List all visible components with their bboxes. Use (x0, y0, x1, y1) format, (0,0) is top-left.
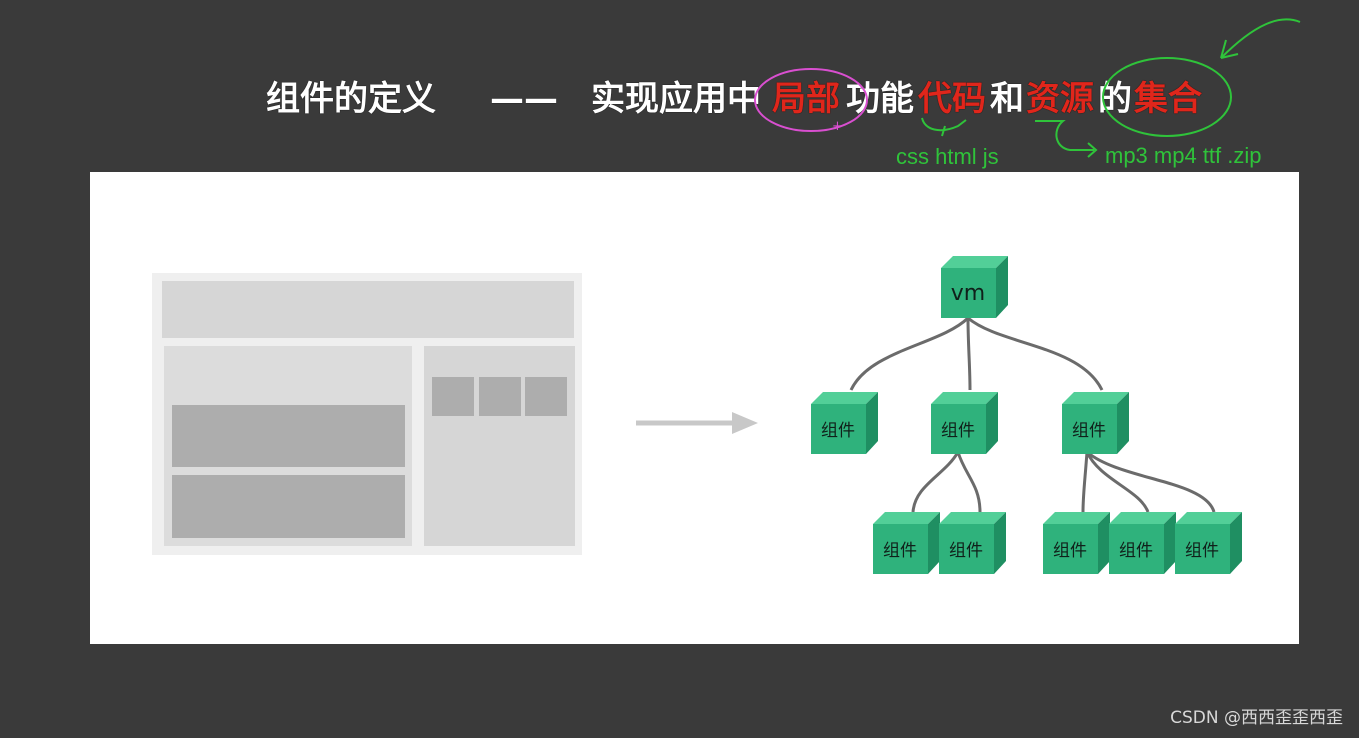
cube-label: 组件 (1053, 541, 1087, 561)
component-cube-l1-2: 组件 (931, 392, 998, 454)
component-cube-l1-3: 组件 (1062, 392, 1129, 454)
component-cube-l1-1: 组件 (811, 392, 878, 454)
cube-label: vm (951, 281, 985, 306)
cube-label: 组件 (821, 421, 855, 441)
cube-label: 组件 (1119, 541, 1153, 561)
component-cube-l2-1: 组件 (873, 512, 940, 574)
wireframe-header-block (162, 281, 574, 338)
cube-label: 组件 (949, 541, 983, 561)
component-cube-l2-4: 组件 (1109, 512, 1176, 574)
title-highlight-resource: 资源 (1026, 79, 1094, 119)
csdn-watermark: CSDN @西西歪歪西歪 (1170, 708, 1343, 728)
title-line: 组件的定义 —— 实现应用中 局部 功能 代码 和 资源 的 集合 (0, 0, 1359, 170)
wireframe-content-block-2 (172, 475, 405, 538)
cursor-mark: + (832, 119, 843, 134)
tree-connectors (849, 316, 1216, 513)
title-highlight-local: 局部 (772, 79, 840, 119)
cube-label: 组件 (1185, 541, 1219, 561)
title-and: 和 (990, 79, 1024, 119)
title-dash: —— (490, 79, 558, 119)
code-underline-arrow (921, 117, 967, 132)
resource-pointer-arrow (1035, 120, 1094, 151)
vm-root-cube: vm (941, 256, 1008, 318)
cube-label: 组件 (1072, 421, 1106, 441)
page-wireframe (152, 273, 582, 555)
component-cube-l2-2: 组件 (939, 512, 1006, 574)
component-cube-l2-5: 组件 (1175, 512, 1242, 574)
title-term: 组件的定义 (266, 79, 436, 119)
resource-examples-annotation: mp3 mp4 ttf .zip (1105, 143, 1262, 168)
title-function: 功能 (846, 79, 914, 119)
wireframe-content-block-1 (172, 405, 405, 467)
collection-pointer-arrow (1220, 18, 1301, 59)
wireframe-sidebar-tile-1 (432, 377, 474, 416)
wireframe-sidebar-tile-3 (525, 377, 567, 416)
code-examples-annotation: css html js (896, 144, 999, 169)
component-cube-l2-3: 组件 (1043, 512, 1110, 574)
handwritten-marks: + (754, 18, 1301, 158)
component-tree: vm组件组件组件组件组件组件组件组件 (811, 256, 1242, 574)
title-highlight-code: 代码 (918, 79, 986, 119)
cube-label: 组件 (941, 421, 975, 441)
title-highlight-collection: 集合 (1134, 79, 1202, 119)
title-definition-start: 实现应用中 (591, 79, 761, 119)
collection-emphasis-circle (1102, 57, 1232, 137)
local-emphasis-circle (754, 68, 868, 132)
wireframe-sidebar-tile-2 (479, 377, 521, 416)
cube-label: 组件 (883, 541, 917, 561)
transform-arrow (636, 412, 758, 434)
